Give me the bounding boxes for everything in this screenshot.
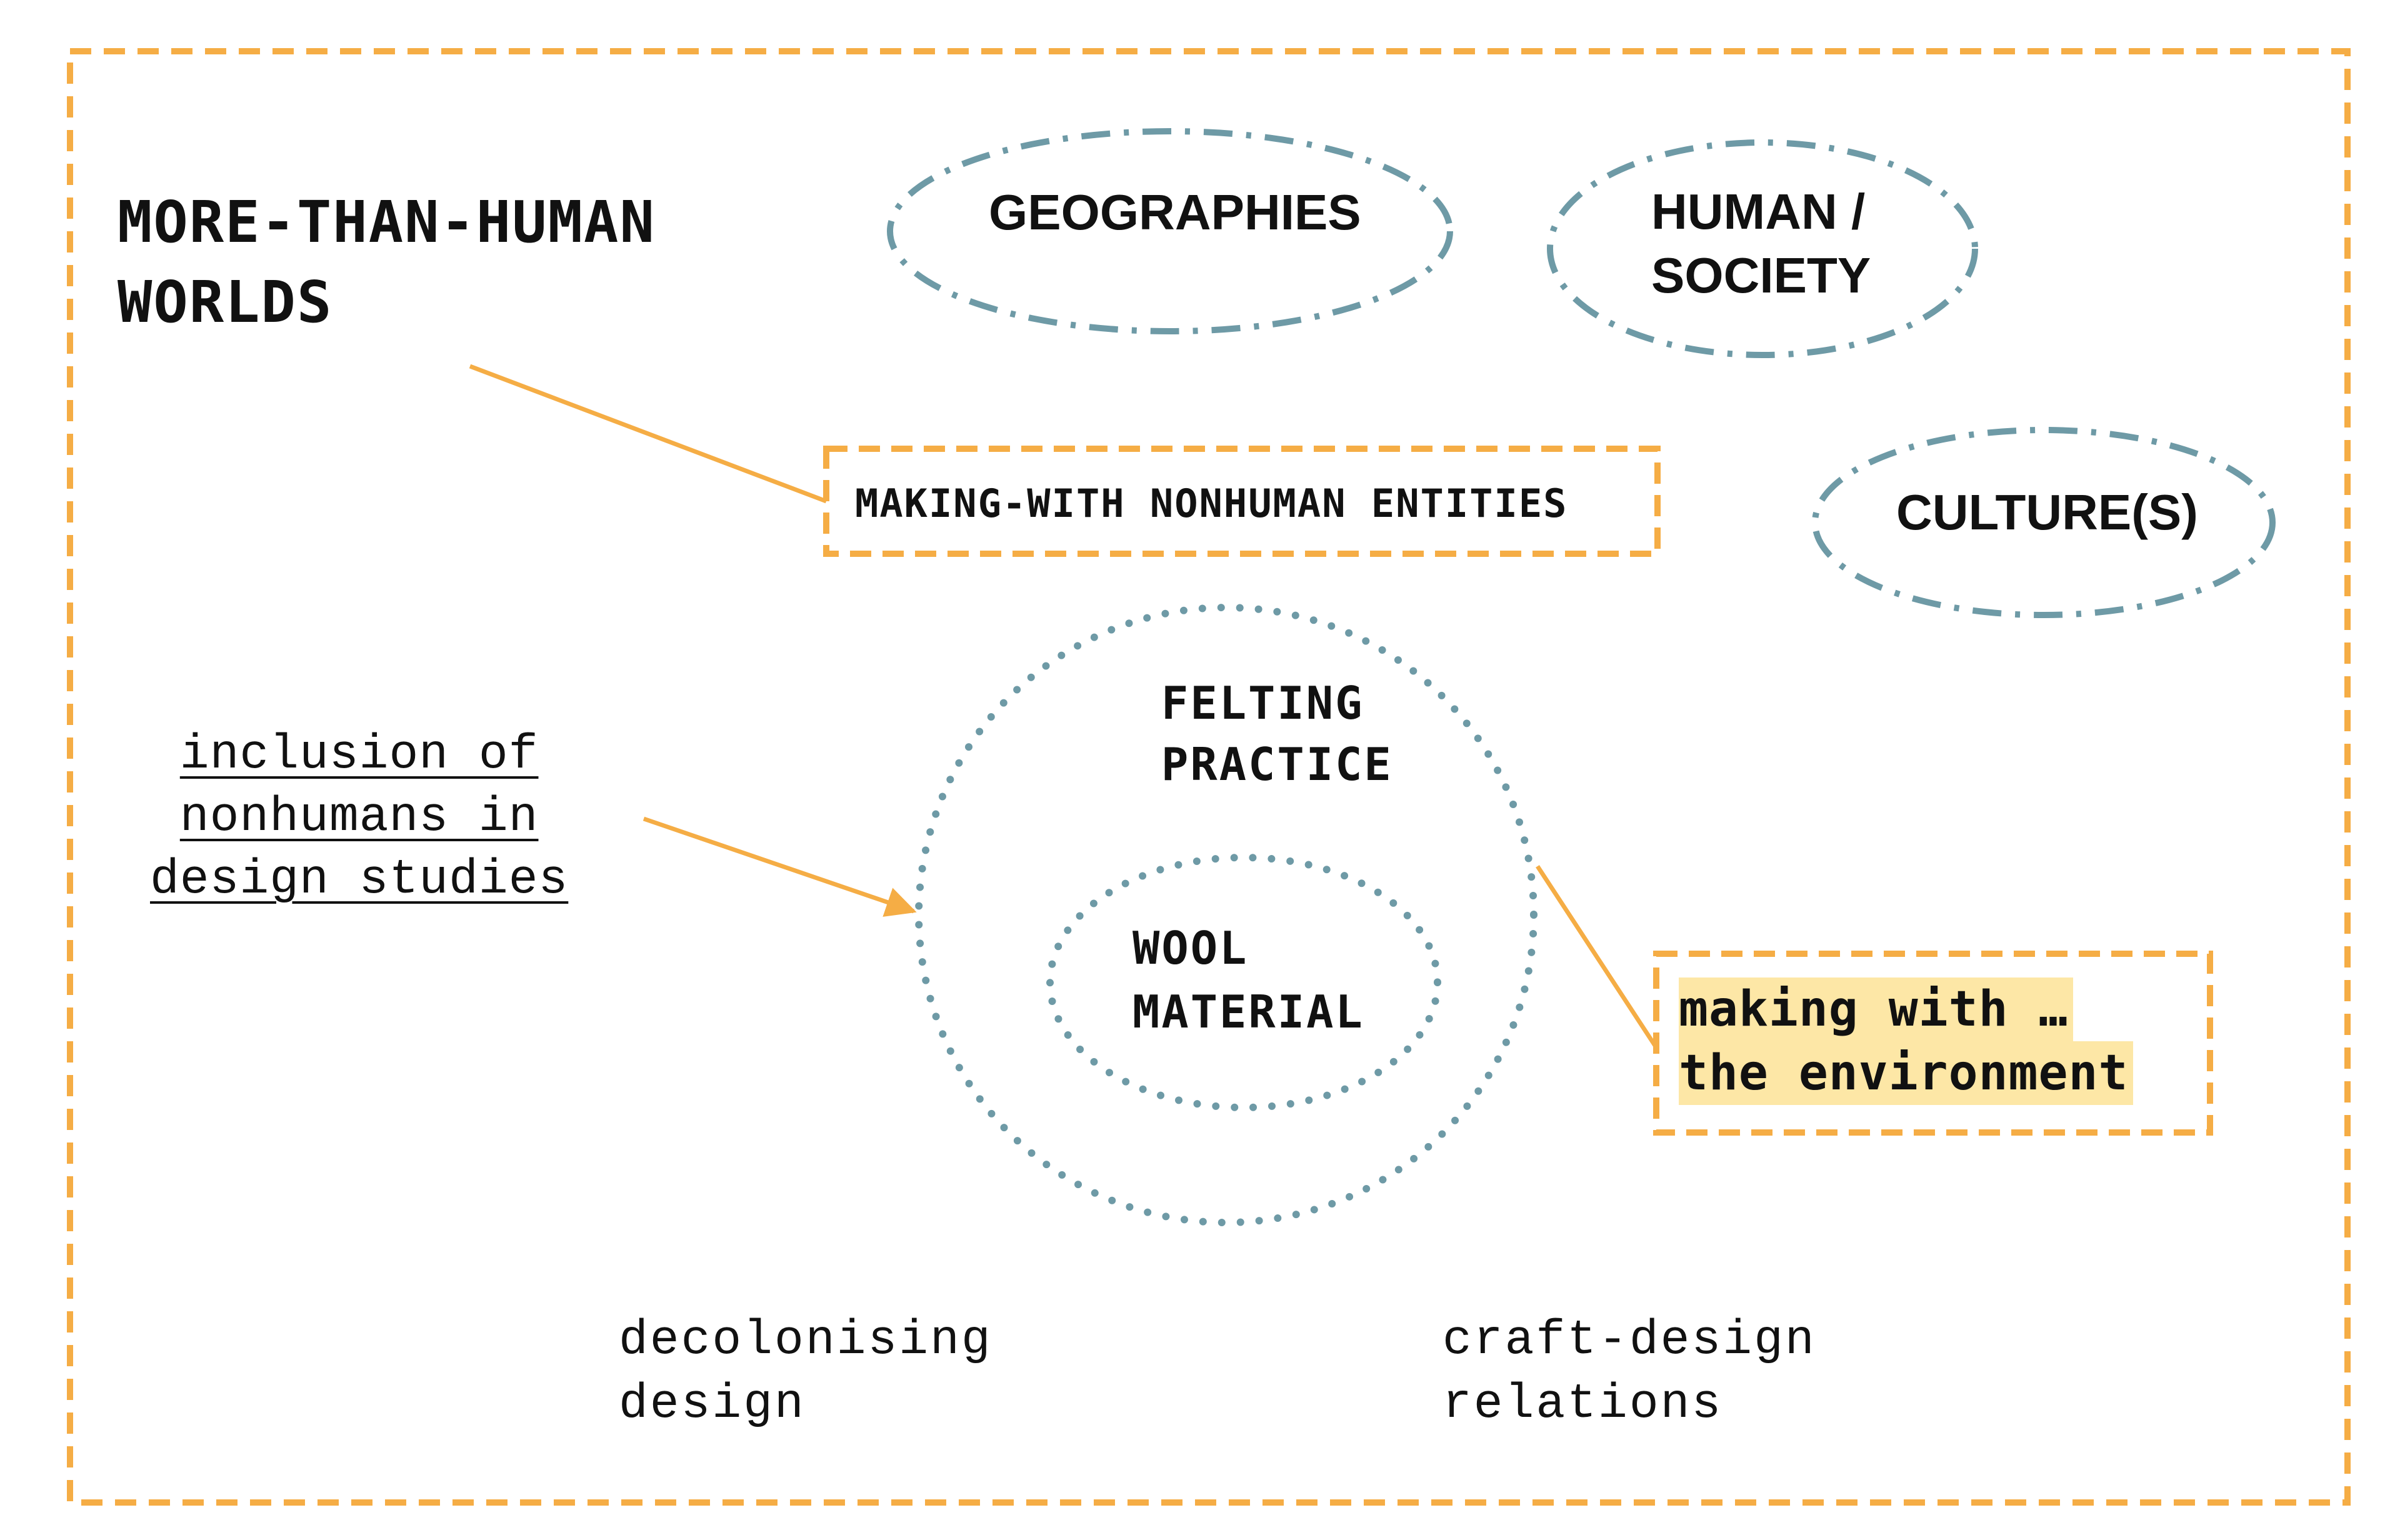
- felting-practice-circle: [915, 604, 1538, 1226]
- cultures-label-text: CULTURE(S): [1896, 484, 2198, 540]
- felting-practice-label: FELTING PRACTICE: [1161, 672, 1393, 795]
- outer-frame: [67, 48, 2351, 1506]
- inclusion-note-line-3: design studies: [150, 852, 569, 908]
- wool-material-circle: [1046, 854, 1441, 1111]
- environment-connector-line: [1536, 865, 1658, 1049]
- human-society-label: HUMAN / SOCIETY: [1651, 180, 1871, 308]
- cultures-label: CULTURE(S): [1896, 481, 2198, 544]
- human-society-line-1: HUMAN /: [1651, 184, 1866, 239]
- craft-note-line-2: relations: [1442, 1377, 1723, 1432]
- inclusion-note: inclusion of nonhumans in design studies: [150, 724, 568, 911]
- craft-note: craft-design relations: [1442, 1309, 1816, 1436]
- human-society-line-2: SOCIETY: [1651, 248, 1871, 303]
- wool-material-label: WOOL MATERIAL: [1132, 916, 1364, 1044]
- main-title: MORE-THAN-HUMAN WORLDS: [118, 182, 656, 342]
- geographies-ellipse: [887, 128, 1453, 334]
- human-society-ellipse: [1547, 139, 1978, 358]
- environment-note: making with … the environment: [1679, 978, 2134, 1105]
- decolonising-note-line-2: design: [619, 1377, 806, 1432]
- decolonising-note-line-1: decolonising: [619, 1313, 992, 1368]
- felting-practice-line-2: PRACTICE: [1161, 738, 1393, 791]
- geographies-label: GEOGRAPHIES: [989, 181, 1361, 244]
- main-title-line-1: MORE-THAN-HUMAN: [118, 189, 656, 256]
- inclusion-note-line-1: inclusion of: [179, 728, 539, 782]
- environment-box: [1653, 951, 2213, 1136]
- felting-practice-line-1: FELTING: [1161, 677, 1364, 729]
- decolonising-note: decolonising design: [619, 1309, 992, 1436]
- wool-material-line-2: MATERIAL: [1132, 986, 1364, 1038]
- environment-note-line-1: making with …: [1679, 978, 2074, 1041]
- cultures-ellipse: [1812, 427, 2276, 618]
- making-with-label: MAKING-WITH NONHUMAN ENTITIES: [855, 479, 1568, 529]
- inclusion-arrow: [642, 816, 917, 917]
- title-connector-line: [469, 364, 828, 504]
- inclusion-note-line-2: nonhumans in: [179, 790, 539, 845]
- craft-note-line-1: craft-design: [1442, 1313, 1816, 1368]
- wool-material-line-1: WOOL: [1132, 922, 1249, 974]
- geographies-label-text: GEOGRAPHIES: [989, 184, 1361, 240]
- main-title-line-2: WORLDS: [118, 269, 333, 336]
- environment-note-line-2: the environment: [1679, 1041, 2134, 1105]
- making-with-label-text: MAKING-WITH NONHUMAN ENTITIES: [855, 481, 1568, 526]
